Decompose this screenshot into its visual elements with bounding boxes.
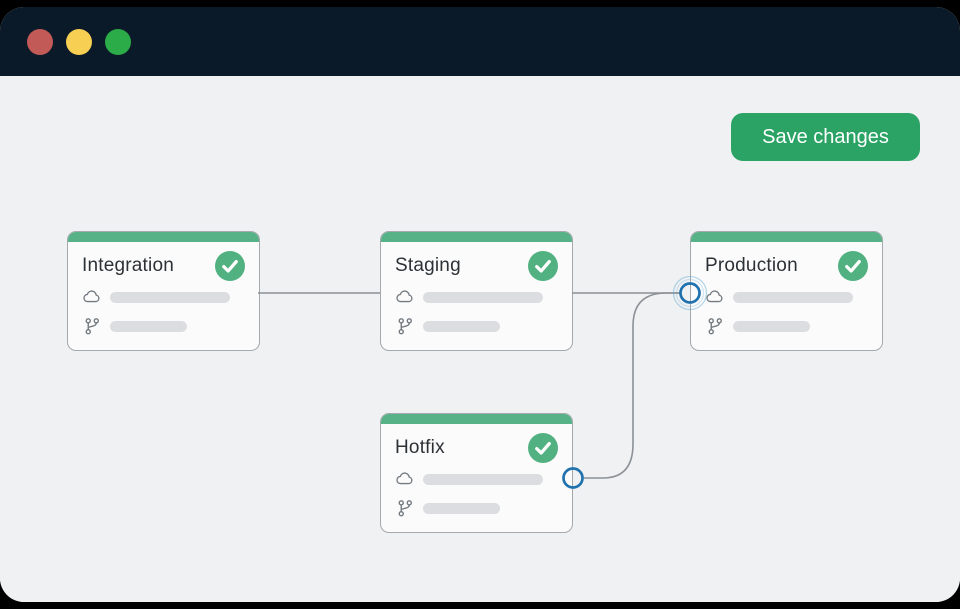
check-icon [528, 433, 558, 463]
pipeline-node-production[interactable]: Production [690, 231, 883, 351]
check-icon [838, 251, 868, 281]
placeholder-bar [733, 291, 853, 303]
git-branch-icon [395, 316, 415, 336]
node-title: Staging [395, 255, 461, 276]
maximize-light[interactable] [105, 28, 131, 55]
placeholder-bar [423, 291, 543, 303]
placeholder-bar [733, 320, 810, 332]
node-status-bar [381, 232, 572, 242]
connector-handle-production-left[interactable] [679, 282, 701, 304]
check-icon [528, 251, 558, 281]
placeholder-bar [110, 291, 230, 303]
pipeline-node-integration[interactable]: Integration [67, 231, 260, 351]
cloud-icon [395, 469, 415, 489]
node-status-bar [381, 414, 572, 424]
traffic-lights [27, 28, 131, 55]
close-light[interactable] [27, 28, 53, 55]
node-status-bar [68, 232, 259, 242]
placeholder-bar [423, 473, 543, 485]
minimize-light[interactable] [66, 28, 92, 55]
node-status-bar [691, 232, 882, 242]
node-title: Hotfix [395, 437, 445, 458]
placeholder-bar [423, 502, 500, 514]
git-branch-icon [705, 316, 725, 336]
connector-handle-hotfix-right[interactable] [562, 467, 584, 489]
node-title: Production [705, 255, 798, 276]
window-titlebar [0, 7, 960, 76]
placeholder-bar [423, 320, 500, 332]
pipeline-canvas[interactable]: Save changes Integration Staging Productio… [0, 76, 960, 602]
save-changes-button[interactable]: Save changes [731, 113, 920, 161]
check-icon [215, 251, 245, 281]
node-title: Integration [82, 255, 174, 276]
cloud-icon [705, 287, 725, 307]
cloud-icon [395, 287, 415, 307]
cloud-icon [82, 287, 102, 307]
pipeline-node-hotfix[interactable]: Hotfix [380, 413, 573, 533]
placeholder-bar [110, 320, 187, 332]
pipeline-node-staging[interactable]: Staging [380, 231, 573, 351]
git-branch-icon [395, 498, 415, 518]
git-branch-icon [82, 316, 102, 336]
app-window: Save changes Integration Staging Productio… [0, 7, 960, 602]
